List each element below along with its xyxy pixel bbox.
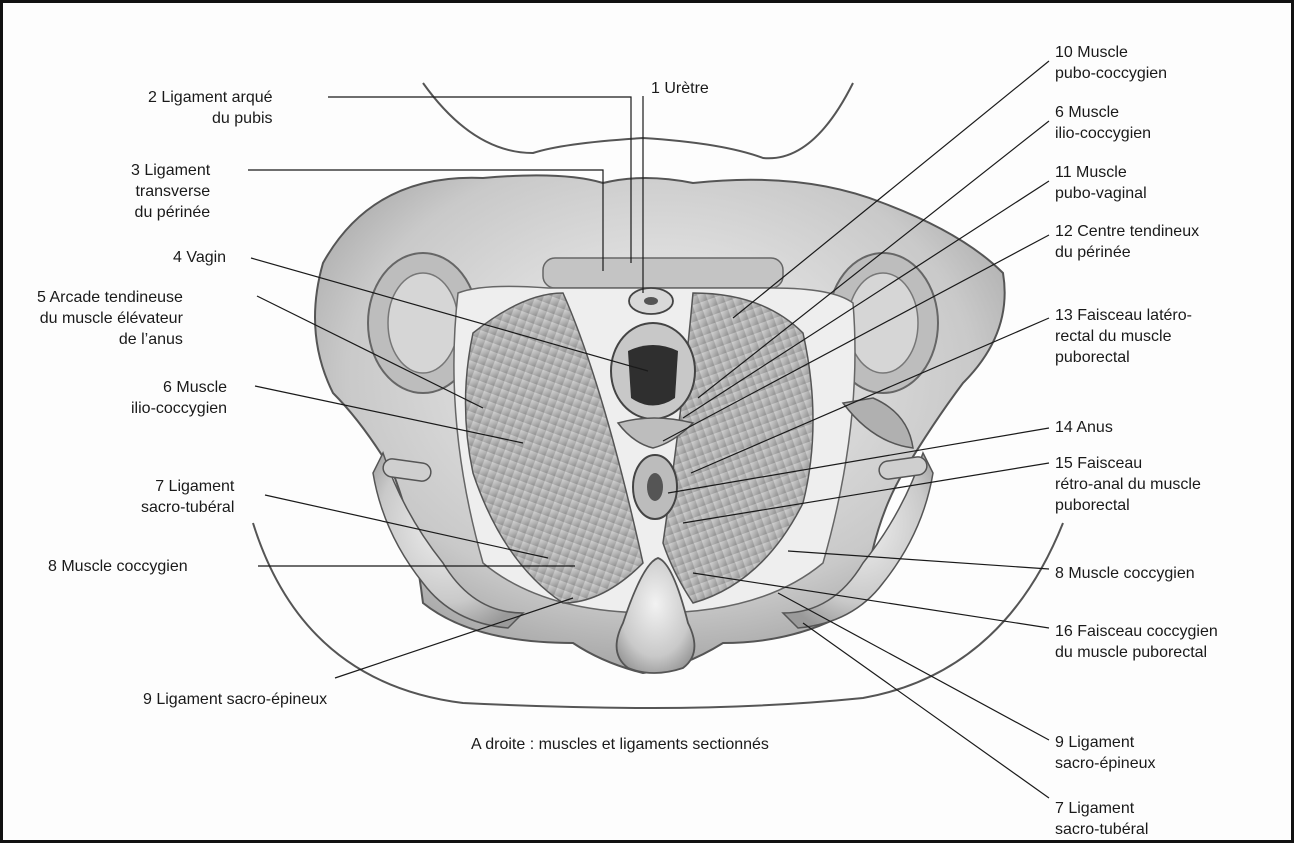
label-vagin: 4 Vagin bbox=[173, 247, 226, 268]
label-coccygien-right: 8 Muscle coccygien bbox=[1055, 563, 1195, 584]
body-contour-top bbox=[423, 83, 853, 158]
transverse-ligament bbox=[543, 258, 783, 288]
label-urethre: 1 Urètre bbox=[651, 78, 709, 99]
label-sacro-epineux-left: 9 Ligament sacro-épineux bbox=[143, 689, 327, 710]
label-coccygien-left: 8 Muscle coccygien bbox=[48, 556, 188, 577]
label-anus: 14 Anus bbox=[1055, 417, 1113, 438]
figure-caption: A droite : muscles et ligaments sectionn… bbox=[471, 736, 769, 754]
